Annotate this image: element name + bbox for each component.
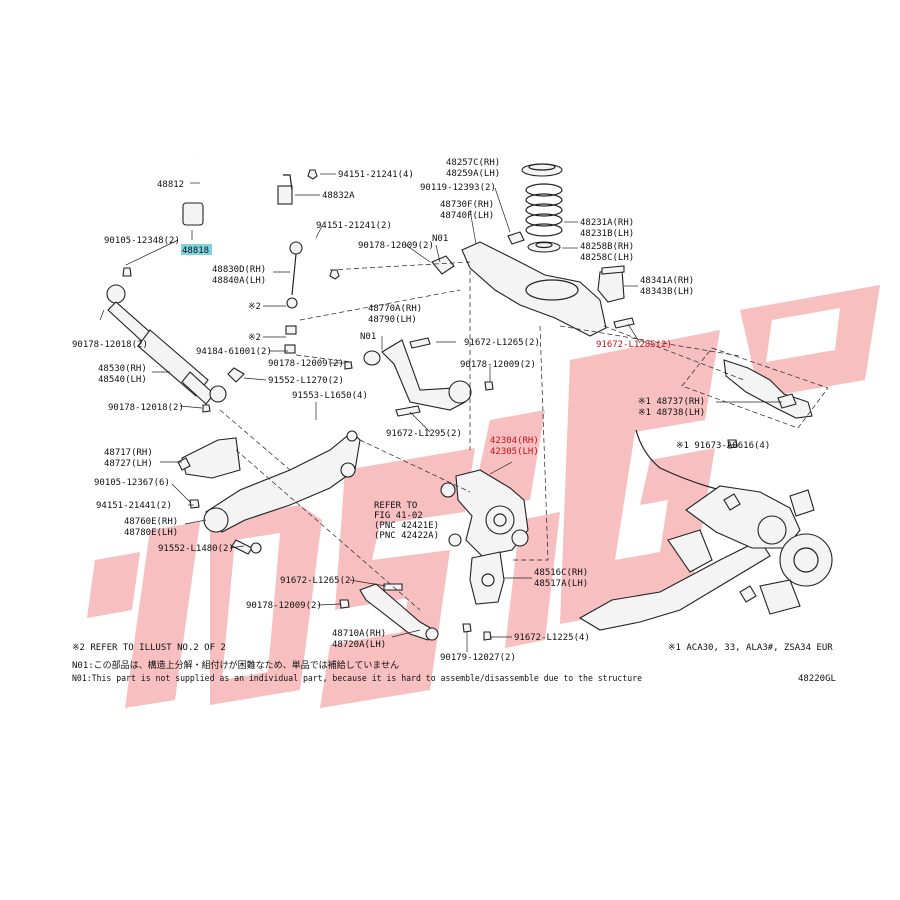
label-48818[interactable]: 48818 bbox=[182, 246, 209, 256]
assembled-view bbox=[578, 429, 833, 631]
label-90178-12018-a[interactable]: 90178-12018(2) bbox=[72, 340, 148, 350]
label-91552-L1480[interactable]: 91552-L1480(2) bbox=[158, 544, 234, 554]
label-94151-21241-4[interactable]: 94151-21241(4) bbox=[338, 170, 414, 180]
toe-link bbox=[339, 583, 492, 641]
label-48737[interactable]: ※1 48737(RH) bbox=[638, 397, 705, 407]
coil-spring bbox=[521, 163, 563, 253]
label-48738[interactable]: ※1 48738(LH) bbox=[638, 408, 705, 418]
label-90105-12367[interactable]: 90105-12367(6) bbox=[94, 478, 170, 488]
label-48720A[interactable]: 48720A(LH) bbox=[332, 640, 386, 650]
label-48258C[interactable]: 48258C(LH) bbox=[580, 253, 634, 263]
label-90178-12009-a[interactable]: 90178-12009(2) bbox=[268, 359, 344, 369]
label-91672-L1265-a[interactable]: 91672-L1265(2) bbox=[464, 338, 540, 348]
label-48830D[interactable]: 48830D(RH) bbox=[212, 265, 266, 275]
label-94184-61001[interactable]: 94184-61001(2) bbox=[196, 347, 272, 357]
label-90178-12009-c[interactable]: 90178-12009(2) bbox=[460, 360, 536, 370]
leader-lines bbox=[99, 173, 782, 652]
label-91672-L1285-a[interactable]: 91672-L1285(2) bbox=[596, 340, 672, 350]
label-90178-12009-d[interactable]: 90178-12009(2) bbox=[246, 601, 322, 611]
label-48540[interactable]: 48540(LH) bbox=[98, 375, 147, 385]
note-model: ※1 ACA30, 33, ALA3#, ZSA34 EUR bbox=[668, 643, 833, 653]
label-48770A[interactable]: 48770A(RH) bbox=[368, 304, 422, 314]
label-48530[interactable]: 48530(RH) bbox=[98, 364, 147, 374]
upper-link bbox=[344, 337, 494, 417]
label-94151-21441[interactable]: 94151-21441(2) bbox=[96, 501, 172, 511]
label-91552-L1270[interactable]: 91552-L1270(2) bbox=[268, 376, 344, 386]
label-48231A[interactable]: 48231A(RH) bbox=[580, 218, 634, 228]
label-90178-12009-b[interactable]: 90178-12009(2) bbox=[358, 241, 434, 251]
stabilizer-bar bbox=[182, 158, 320, 234]
label-48717[interactable]: 48717(RH) bbox=[104, 448, 153, 458]
knuckle-bracket bbox=[469, 551, 505, 605]
label-91673-A0616[interactable]: ※1 91673-A0616(4) bbox=[676, 441, 770, 451]
label-48832A[interactable]: 48832A bbox=[322, 191, 355, 201]
label-90119-12393[interactable]: 90119-12393(2) bbox=[420, 183, 496, 193]
note-n01-en: N01:This part is not supplied as an indi… bbox=[72, 674, 642, 684]
suspension-member bbox=[203, 430, 361, 555]
label-48517A[interactable]: 48517A(LH) bbox=[534, 579, 588, 589]
label-48257C[interactable]: 48257C(RH) bbox=[446, 158, 500, 168]
lower-control-arm bbox=[431, 231, 635, 337]
label-48812[interactable]: 48812 bbox=[157, 180, 184, 190]
shock-absorber bbox=[106, 267, 245, 413]
label-48727[interactable]: 48727(LH) bbox=[104, 459, 153, 469]
label-90105-12348[interactable]: 90105-12348(2) bbox=[104, 236, 180, 246]
refer-pnc-2: (PNC 42422A) bbox=[374, 531, 439, 541]
diagram-code: 48220GL bbox=[798, 674, 836, 684]
bracket bbox=[177, 437, 241, 509]
label-48790[interactable]: 48790(LH) bbox=[368, 315, 417, 325]
label-90179-12027[interactable]: 90179-12027(2) bbox=[440, 653, 516, 663]
label-91672-L1265-b[interactable]: 91672-L1265(2) bbox=[280, 576, 356, 586]
label-91553-L1650[interactable]: 91553-L1650(4) bbox=[292, 391, 368, 401]
label-42305[interactable]: 42305(LH) bbox=[490, 447, 539, 457]
label-48780E[interactable]: 48780E(LH) bbox=[124, 528, 178, 538]
label-48516C[interactable]: 48516C(RH) bbox=[534, 568, 588, 578]
label-42304[interactable]: 42304(RH) bbox=[490, 436, 539, 446]
label-91672-L1295[interactable]: 91672-L1295(2) bbox=[386, 429, 462, 439]
watermark-cutouts bbox=[222, 308, 840, 680]
label-91672-L1225[interactable]: 91672-L1225(4) bbox=[514, 633, 590, 643]
label-48258B[interactable]: 48258B(RH) bbox=[580, 242, 634, 252]
label-48710A[interactable]: 48710A(RH) bbox=[332, 629, 386, 639]
label-48231B[interactable]: 48231B(LH) bbox=[580, 229, 634, 239]
label-48259A[interactable]: 48259A(LH) bbox=[446, 169, 500, 179]
label-48730F[interactable]: 48730F(RH) bbox=[440, 200, 494, 210]
notes: ※2 REFER TO ILLUST NO.2 OF 2 ※1 ACA30, 3… bbox=[72, 643, 836, 684]
label-48341A[interactable]: 48341A(RH) bbox=[640, 276, 694, 286]
part-labels: 48812 94151-21241(4) 48832A 94151-21241(… bbox=[72, 158, 770, 663]
under-cover bbox=[723, 359, 813, 449]
refer-fig[interactable]: FIG 41-02 bbox=[374, 511, 423, 521]
label-48343B[interactable]: 48343B(LH) bbox=[640, 287, 694, 297]
highlight-48818 bbox=[181, 244, 212, 255]
rear-axle-carrier bbox=[440, 469, 529, 557]
stabilizer-link bbox=[284, 169, 340, 354]
label-ref2-b: ※2 bbox=[248, 333, 261, 343]
refer-pnc-1: (PNC 42421E) bbox=[374, 521, 439, 531]
label-94151-21241-2[interactable]: 94151-21241(2) bbox=[316, 221, 392, 231]
label-48740F[interactable]: 48740F(LH) bbox=[440, 211, 494, 221]
label-N01-a: N01 bbox=[432, 234, 448, 244]
note-n01-jp: N01:この部品は、構造上分解・組付けが困難なため、単品では補給していません bbox=[72, 659, 399, 671]
note-ref2: ※2 REFER TO ILLUST NO.2 OF 2 bbox=[72, 643, 226, 653]
refer-to: REFER TO bbox=[374, 501, 417, 511]
label-48840A[interactable]: 48840A(LH) bbox=[212, 276, 266, 286]
label-N01-b: N01 bbox=[360, 332, 376, 342]
reference-lines bbox=[219, 261, 829, 611]
label-ref2-a: ※2 bbox=[248, 302, 261, 312]
label-48760E[interactable]: 48760E(RH) bbox=[124, 517, 178, 527]
bump-stop bbox=[597, 265, 625, 303]
label-90178-12018-b[interactable]: 90178-12018(2) bbox=[108, 403, 184, 413]
